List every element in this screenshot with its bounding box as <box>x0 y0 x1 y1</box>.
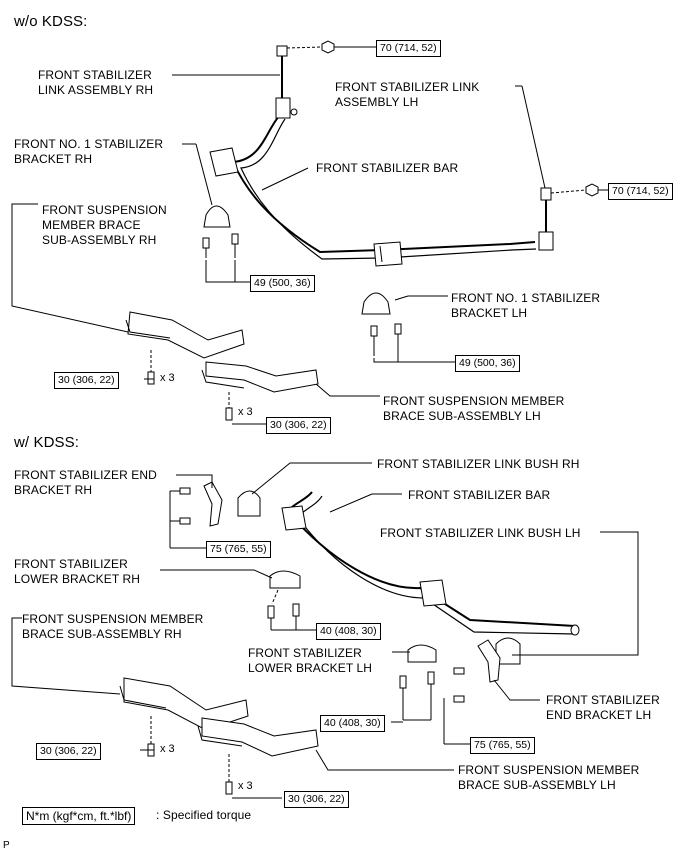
torque-spec-brace-rh-bolts-kdss: 30 (306, 22) <box>36 743 101 760</box>
front-suspension-member-brace-lh-top-drawing <box>201 361 319 421</box>
label-front-no1-stabilizer-bracket-lh: FRONT NO. 1 STABILIZER BRACKET LH <box>451 291 601 320</box>
torque-spec-lower-bracket-rh-bolts: 40 (408, 30) <box>316 623 381 640</box>
label-front-stabilizer-end-bracket-rh: FRONT STABILIZER END BRACKET RH <box>14 468 157 497</box>
section-heading-without-kdss: w/o KDSS: <box>14 13 88 30</box>
torque-legend-text: : Specified torque <box>156 808 252 822</box>
label-front-stabilizer-link-assembly-rh: FRONT STABILIZER LINK ASSEMBLY RH <box>38 68 154 97</box>
torque-spec-bracket-rh-bolts: 49 (500, 36) <box>250 275 315 292</box>
label-front-no1-stabilizer-bracket-rh: FRONT NO. 1 STABILIZER BRACKET RH <box>14 137 164 166</box>
front-stabilizer-bar-bottom-drawing <box>281 491 580 636</box>
front-suspension-member-brace-lh-bottom-drawing <box>197 717 319 795</box>
torque-spec-link-rh-nut: 70 (714, 52) <box>376 40 441 57</box>
torque-spec-end-bracket-lh-bolts: 75 (765, 55) <box>470 737 535 754</box>
front-stabilizer-bar-top-drawing <box>209 114 537 267</box>
label-front-stabilizer-lower-bracket-lh: FRONT STABILIZER LOWER BRACKET LH <box>248 646 373 675</box>
label-front-stabilizer-end-bracket-lh: FRONT STABILIZER END BRACKET LH <box>546 693 660 722</box>
torque-spec-brace-lh-bolts-kdss: 30 (306, 22) <box>284 791 349 808</box>
label-front-stabilizer-link-bush-lh: FRONT STABILIZER LINK BUSH LH <box>380 526 581 540</box>
label-front-stabilizer-bar-bottom: FRONT STABILIZER BAR <box>408 488 551 502</box>
quantity-brace-rh-bolts: x 3 <box>160 372 175 384</box>
label-front-suspension-member-brace-lh-top: FRONT SUSPENSION MEMBER BRACE SUB-ASSEMB… <box>383 394 565 423</box>
torque-spec-end-bracket-rh-bolts: 75 (765, 55) <box>206 541 271 558</box>
torque-spec-brace-lh-bolts: 30 (306, 22) <box>266 417 331 434</box>
front-stabilizer-link-rh-drawing <box>275 45 298 119</box>
label-front-stabilizer-link-assembly-lh: FRONT STABILIZER LINK ASSEMBLY LH <box>335 80 480 109</box>
figure-code: P <box>3 840 10 851</box>
torque-spec-link-lh-nut: 70 (714, 52) <box>608 183 673 200</box>
label-front-suspension-member-brace-lh-bottom: FRONT SUSPENSION MEMBER BRACE SUB-ASSEMB… <box>458 763 640 792</box>
quantity-brace-rh-bolts-kdss: x 3 <box>160 743 175 755</box>
label-front-stabilizer-bar-top: FRONT STABILIZER BAR <box>316 161 459 175</box>
torque-units-legend: N*m (kgf*cm, ft.*lbf) <box>22 807 136 825</box>
quantity-brace-lh-bolts-kdss: x 3 <box>238 780 253 792</box>
torque-spec-bracket-lh-bolts: 49 (500, 36) <box>455 355 520 372</box>
leader-lines <box>11 46 639 799</box>
section-heading-with-kdss: w/ KDSS: <box>14 434 79 451</box>
label-front-suspension-member-brace-rh-bottom: FRONT SUSPENSION MEMBER BRACE SUB-ASSEMB… <box>22 612 204 641</box>
label-front-suspension-member-brace-rh-top: FRONT SUSPENSION MEMBER BRACE SUB-ASSEMB… <box>42 203 167 247</box>
label-front-stabilizer-link-bush-rh: FRONT STABILIZER LINK BUSH RH <box>377 457 580 471</box>
quantity-brace-lh-bolts: x 3 <box>238 406 253 418</box>
label-front-stabilizer-lower-bracket-rh: FRONT STABILIZER LOWER BRACKET RH <box>14 557 141 586</box>
torque-spec-lower-bracket-lh-bolts: 40 (408, 30) <box>320 715 385 732</box>
front-stabilizer-link-lh-drawing <box>538 187 554 251</box>
torque-spec-brace-rh-bolts: 30 (306, 22) <box>54 372 119 389</box>
front-suspension-member-brace-rh-top-drawing <box>125 311 245 385</box>
